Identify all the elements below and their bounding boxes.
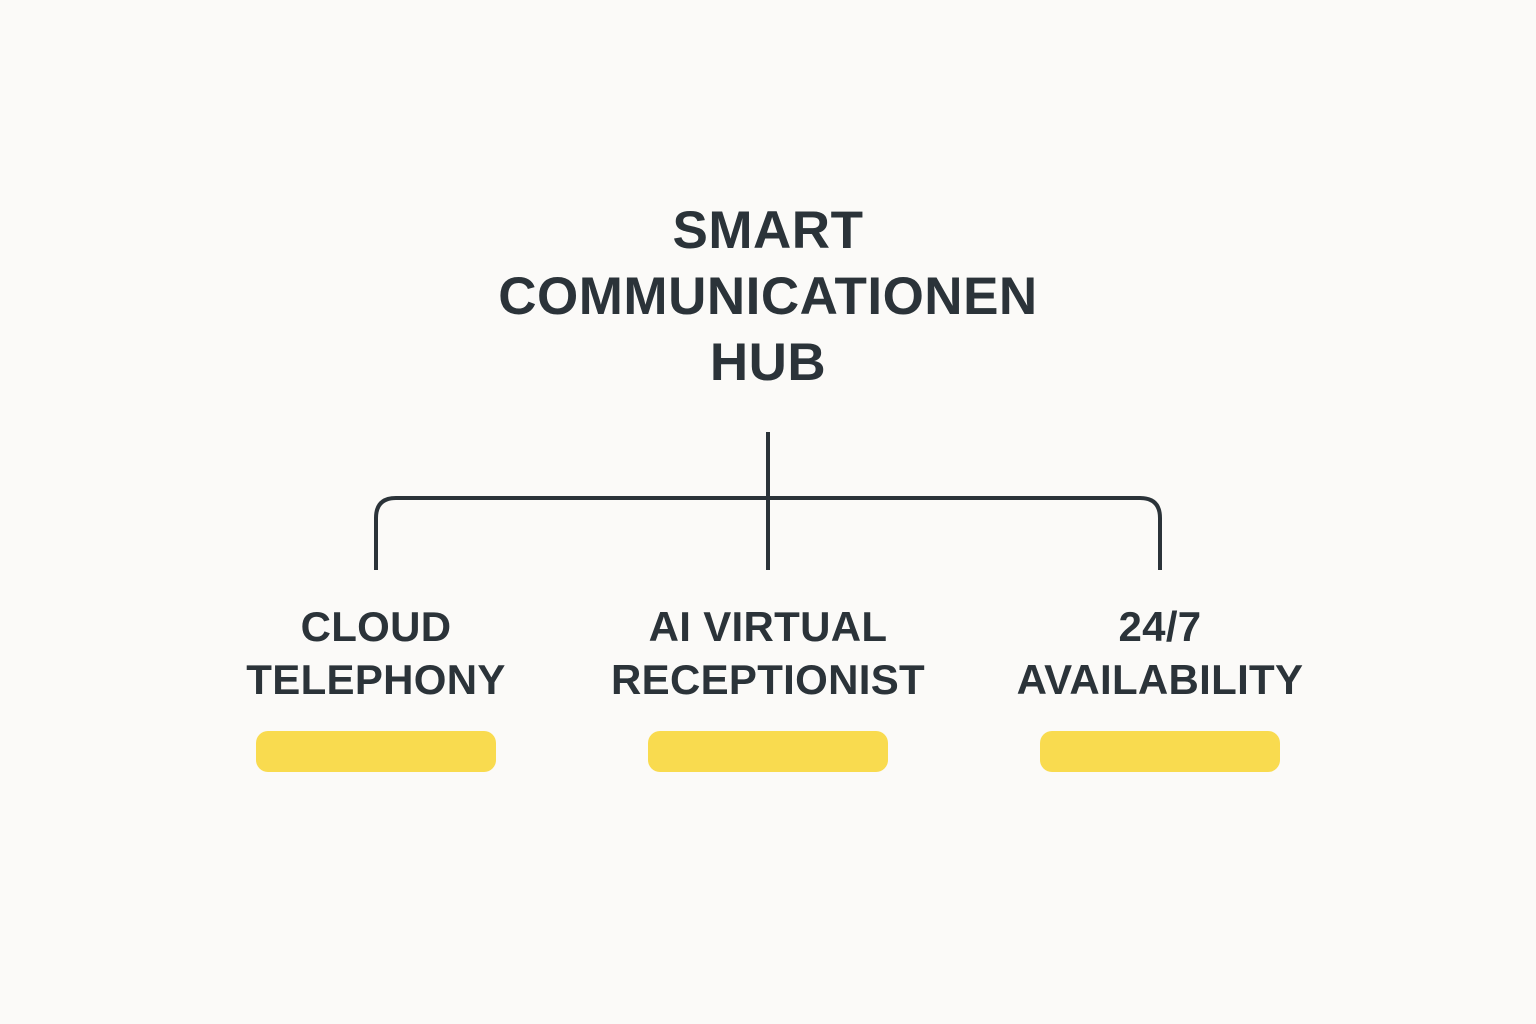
child-label-247-availability: 24/7 AVAILABILITY — [960, 600, 1360, 706]
child-label-line-1: 24/7 — [1118, 603, 1202, 650]
root-node-title: SMART COMMUNICATIONEN HUB — [0, 198, 1536, 396]
child-label-line-2: RECEPTIONIST — [611, 656, 925, 703]
connector-bus — [374, 496, 1162, 570]
child-label-cloud-telephony: CLOUD TELEPHONY — [176, 600, 576, 706]
child-node-cloud-telephony[interactable]: CLOUD TELEPHONY — [176, 600, 576, 772]
root-title-line-3: HUB — [709, 333, 827, 392]
child-label-ai-virtual-receptionist: AI VIRTUAL RECEPTIONIST — [568, 600, 968, 706]
child-label-line-1: AI VIRTUAL — [648, 603, 888, 650]
root-title-line-2: COMMUNICATIONEN — [498, 267, 1038, 326]
accent-bar-ai-virtual-receptionist — [648, 731, 888, 772]
accent-bar-cloud-telephony — [256, 731, 496, 772]
accent-bar-247-availability — [1040, 731, 1280, 772]
child-label-line-2: TELEPHONY — [246, 656, 506, 703]
child-label-line-2: AVAILABILITY — [1016, 656, 1304, 703]
root-title-line-1: SMART — [672, 201, 864, 260]
child-node-ai-virtual-receptionist[interactable]: AI VIRTUAL RECEPTIONIST — [568, 600, 968, 772]
child-label-line-1: CLOUD — [300, 603, 452, 650]
children-row: CLOUD TELEPHONY AI VIRTUAL RECEPTIONIST … — [0, 600, 1536, 800]
child-node-247-availability[interactable]: 24/7 AVAILABILITY — [960, 600, 1360, 772]
